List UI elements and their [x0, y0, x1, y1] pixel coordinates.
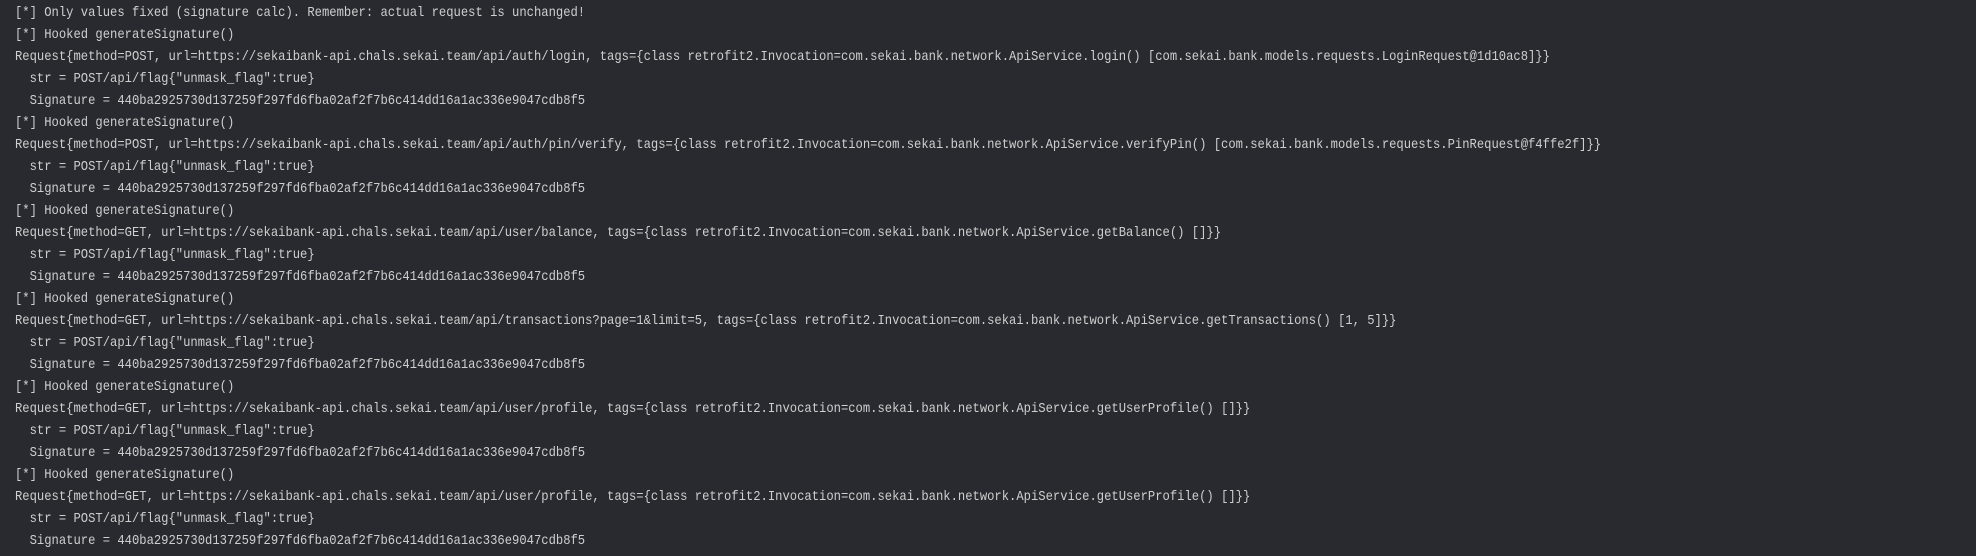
str-line: str = POST/api/flag{"unmask_flag":true} — [15, 511, 315, 527]
signature-line: Signature = 440ba2925730d137259f297fd6fb… — [15, 357, 586, 373]
signature-line: Signature = 440ba2925730d137259f297fd6fb… — [15, 533, 586, 549]
str-line: str = POST/api/flag{"unmask_flag":true} — [15, 423, 315, 439]
signature-line: Signature = 440ba2925730d137259f297fd6fb… — [15, 93, 586, 109]
log-info-line: [*] Hooked generateSignature() — [15, 27, 235, 43]
log-info-line: [*] Hooked generateSignature() — [15, 203, 235, 219]
signature-line: Signature = 440ba2925730d137259f297fd6fb… — [15, 269, 586, 285]
log-info-line: [*] Hooked generateSignature() — [15, 379, 235, 395]
log-info-line: [*] Hooked generateSignature() — [15, 291, 235, 307]
request-line: Request{method=GET, url=https://sekaiban… — [15, 401, 1251, 417]
terminal-output[interactable]: [*] Only values fixed (signature calc). … — [15, 2, 1976, 552]
signature-line: Signature = 440ba2925730d137259f297fd6fb… — [15, 445, 586, 461]
str-line: str = POST/api/flag{"unmask_flag":true} — [15, 335, 315, 351]
log-info-line: [*] Hooked generateSignature() — [15, 115, 235, 131]
request-line: Request{method=POST, url=https://sekaiba… — [15, 49, 1550, 65]
request-line: Request{method=GET, url=https://sekaiban… — [15, 225, 1222, 241]
request-line: Request{method=GET, url=https://sekaiban… — [15, 313, 1397, 329]
request-line: Request{method=GET, url=https://sekaiban… — [15, 489, 1251, 505]
request-line: Request{method=POST, url=https://sekaiba… — [15, 137, 1602, 153]
signature-line: Signature = 440ba2925730d137259f297fd6fb… — [15, 181, 586, 197]
log-info-line: [*] Hooked generateSignature() — [15, 467, 235, 483]
str-line: str = POST/api/flag{"unmask_flag":true} — [15, 71, 315, 87]
str-line: str = POST/api/flag{"unmask_flag":true} — [15, 247, 315, 263]
log-info-line: [*] Only values fixed (signature calc). … — [15, 5, 586, 21]
str-line: str = POST/api/flag{"unmask_flag":true} — [15, 159, 315, 175]
